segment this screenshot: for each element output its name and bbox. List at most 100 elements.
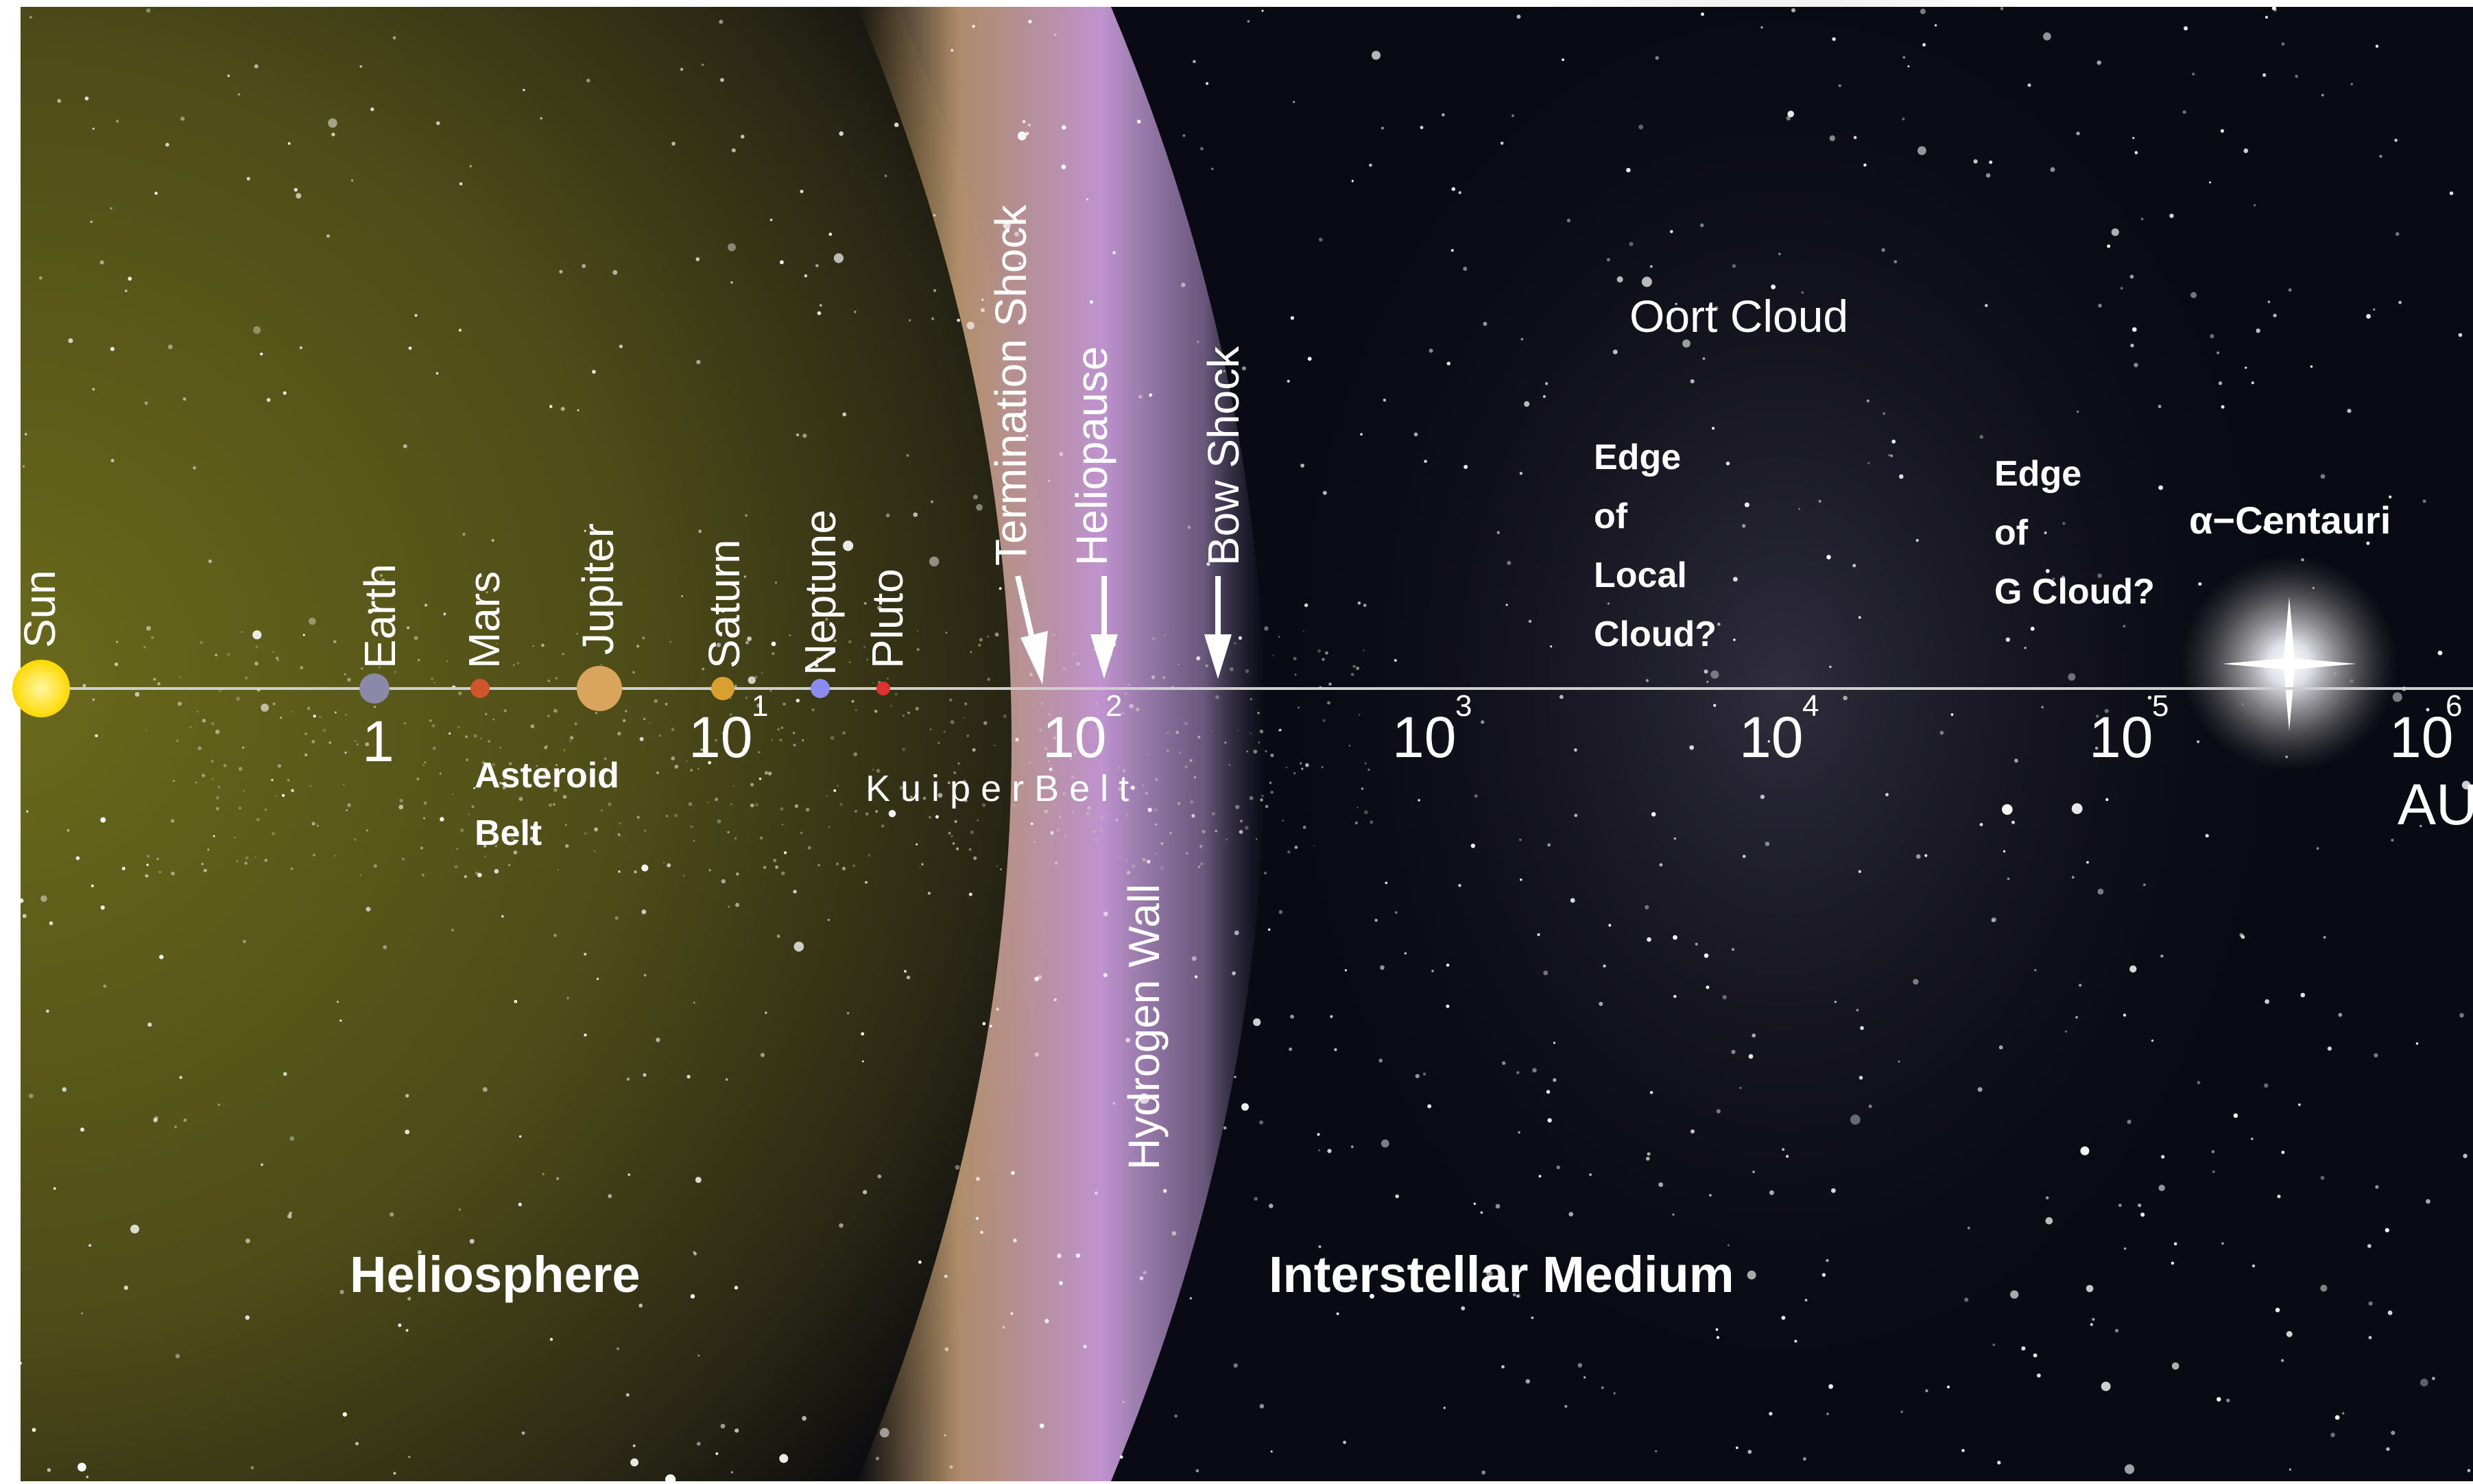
- belt-particle: [1155, 778, 1158, 781]
- star-dot: [1801, 291, 1804, 294]
- heliopause-band: [857, 7, 1265, 1481]
- star-dot: [2298, 1103, 2301, 1106]
- belt-particle: [948, 698, 953, 702]
- star-dot: [815, 264, 819, 267]
- star-dot: [2338, 1013, 2343, 1017]
- star-dot: [92, 698, 95, 702]
- belt-particle: [532, 645, 534, 647]
- star-dot: [584, 1033, 587, 1037]
- belt-particle: [356, 743, 359, 746]
- belt-particle: [894, 693, 898, 696]
- belt-particle: [715, 739, 717, 742]
- belt-particle: [802, 739, 804, 742]
- star-dot: [1395, 1194, 1399, 1199]
- belt-particle: [654, 699, 658, 704]
- belt-particle: [1122, 769, 1126, 773]
- belt-particle: [414, 636, 418, 641]
- belt-particle: [307, 706, 311, 710]
- star-dot: [1149, 393, 1153, 397]
- star-dot: [1920, 8, 1926, 14]
- star-dot: [1265, 804, 1269, 809]
- star-dot: [1547, 843, 1551, 847]
- star-dot: [708, 761, 711, 765]
- belt-particle: [431, 723, 435, 728]
- star-dot: [417, 1250, 422, 1255]
- star-dot: [2095, 715, 2099, 718]
- belt-particle: [1048, 760, 1050, 763]
- belt-particle: [1200, 862, 1204, 866]
- star-dot: [2044, 531, 2047, 534]
- belt-particle: [1261, 794, 1264, 798]
- star-dot: [519, 1135, 522, 1138]
- axis-tick-10-6: 10 6: [2389, 689, 2462, 769]
- axis-tick-10-1: 10 1: [689, 689, 768, 769]
- star-dot: [1577, 1363, 1583, 1368]
- belt-particle: [422, 764, 425, 767]
- star-dot: [2173, 1242, 2177, 1246]
- belt-particle: [690, 769, 693, 771]
- star-dot: [2387, 1311, 2393, 1315]
- belt-particle: [584, 832, 587, 835]
- star-dot: [815, 663, 819, 667]
- star-dot: [326, 234, 330, 238]
- axis-tick-1-base: 1: [362, 709, 394, 774]
- star-dot: [1039, 1423, 1044, 1428]
- belt-particle: [333, 640, 337, 643]
- star-dot: [771, 641, 776, 647]
- local-cloud-edge-line-4: Cloud?: [1594, 614, 1717, 654]
- star-dot: [693, 1001, 695, 1004]
- belt-particle: [146, 730, 147, 732]
- belt-particle: [1197, 735, 1201, 739]
- star-dot: [1670, 308, 1675, 313]
- star-dot: [944, 1434, 946, 1437]
- star-dot: [731, 148, 736, 153]
- star-dot: [1293, 101, 1295, 104]
- star-dot: [2374, 1053, 2378, 1057]
- star-dot: [1760, 26, 1763, 29]
- star-dot: [1059, 452, 1064, 457]
- belt-particle: [536, 765, 538, 767]
- belt-particle: [1317, 649, 1321, 653]
- belt-particle: [555, 764, 558, 766]
- star-dot: [2192, 72, 2195, 76]
- star-dot: [1922, 43, 1926, 47]
- star-dot: [1301, 767, 1304, 770]
- belt-particle: [153, 678, 156, 681]
- star-dot: [577, 409, 580, 411]
- star-dot: [2092, 1317, 2095, 1321]
- star-dot: [2158, 485, 2164, 490]
- belt-particle: [492, 718, 495, 721]
- belt-particle: [734, 837, 737, 840]
- star-dot: [608, 1194, 612, 1199]
- star-dot: [334, 711, 337, 714]
- star-dot: [1574, 813, 1578, 817]
- star-dot: [1546, 1090, 1551, 1094]
- star-dot: [47, 1468, 51, 1472]
- star-dot: [514, 1000, 518, 1003]
- star-dot: [294, 188, 298, 192]
- mars-marker: [470, 679, 490, 698]
- belt-particle: [669, 864, 671, 867]
- star-dot: [2243, 148, 2249, 154]
- star-dot: [780, 260, 784, 265]
- star-dot: [1961, 1448, 1965, 1452]
- star-dot: [1731, 1049, 1736, 1054]
- star-dot: [630, 1458, 638, 1467]
- star-dot: [1028, 19, 1032, 24]
- star-dot: [1049, 767, 1053, 771]
- star-dot: [1125, 1038, 1131, 1043]
- belt-particle: [730, 697, 732, 699]
- star-dot: [2426, 1199, 2430, 1204]
- belt-particle: [494, 844, 498, 848]
- belt-particle: [921, 863, 924, 866]
- belt-particle: [1092, 830, 1096, 833]
- star-dot: [1616, 276, 1623, 283]
- belt-particle: [423, 817, 426, 819]
- belt-particle: [875, 810, 879, 813]
- star-dot: [1327, 1149, 1332, 1153]
- star-dot: [1850, 1114, 1861, 1125]
- star-dot: [2280, 1359, 2284, 1363]
- belt-particle: [764, 771, 768, 775]
- belt-particle: [1095, 839, 1098, 841]
- belt-particle: [1071, 811, 1074, 813]
